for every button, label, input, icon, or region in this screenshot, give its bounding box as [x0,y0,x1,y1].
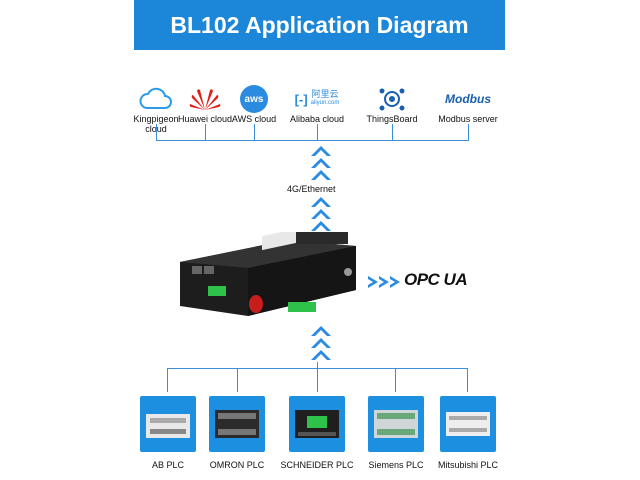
plc-device-icon [446,412,490,436]
plc-tile-siemens [368,396,424,452]
huawei-icon [165,84,245,114]
kingpigeon-cloud-icon [116,84,196,114]
cloud-item-huawei: Huawei cloud [165,84,245,124]
alibaba-icon: [-] 阿里云 aliyun.com [294,89,340,107]
modbus-icon: Modbus [445,92,491,106]
cloud-label: Huawei cloud [177,114,233,124]
plc-device-icon [146,414,190,438]
connector-line [468,124,469,140]
link-label: 4G/Ethernet [287,184,336,194]
connector-line [156,124,157,140]
cloud-item-modbus: Modbus Modbus server [428,84,508,124]
up-arrows-icon [311,146,331,180]
connector-line [317,368,318,392]
opc-ua-logo: OPC UA [404,270,468,289]
plc-label: SCHNEIDER PLC [280,460,354,470]
up-arrows-icon [311,326,331,360]
connector-line [237,368,238,392]
aws-icon: aws [214,84,294,114]
cloud-label: Modbus server [438,114,498,124]
plc-device-icon [374,410,418,438]
connector-line [205,124,206,140]
connector-line [317,124,318,140]
thingsboard-icon [352,84,432,114]
plc-label: Siemens PLC [368,460,424,470]
cloud-item-aws: aws AWS cloud [214,84,294,124]
plc-label: AB PLC [151,460,184,470]
cloud-item-alibaba: [-] 阿里云 aliyun.com Alibaba cloud [277,84,357,125]
connector-line [167,368,168,392]
connector-line [254,124,255,140]
plc-device-icon [215,410,259,438]
cloud-label: AWS cloud [231,114,277,124]
plc-tile-omron [209,396,265,452]
connector-line [317,362,318,368]
plc-label: Mitsubishi PLC [437,460,499,470]
plc-tile-schneider [289,396,345,452]
cloud-item-thingsboard: ThingsBoard [352,84,432,124]
plc-label: OMRON PLC [209,460,265,470]
page-title: BL102 Application Diagram [170,11,469,38]
cloud-label: Alibaba cloud [289,114,345,124]
cloud-item-kingpigeon: Kingpigeon cloud [116,84,196,134]
plc-tile-mitsubishi [440,396,496,452]
right-arrows-icon [368,276,400,288]
bus-line-top [156,140,469,141]
plc-tile-ab [140,396,196,452]
cloud-label: Kingpigeon cloud [133,114,179,134]
title-banner: BL102 Application Diagram [134,0,505,50]
gateway-device-image [180,232,356,316]
cloud-label: ThingsBoard [366,114,418,124]
connector-line [467,368,468,392]
connector-line [392,124,393,140]
up-arrows-icon [311,197,331,231]
connector-line [395,368,396,392]
plc-device-icon [295,410,339,438]
